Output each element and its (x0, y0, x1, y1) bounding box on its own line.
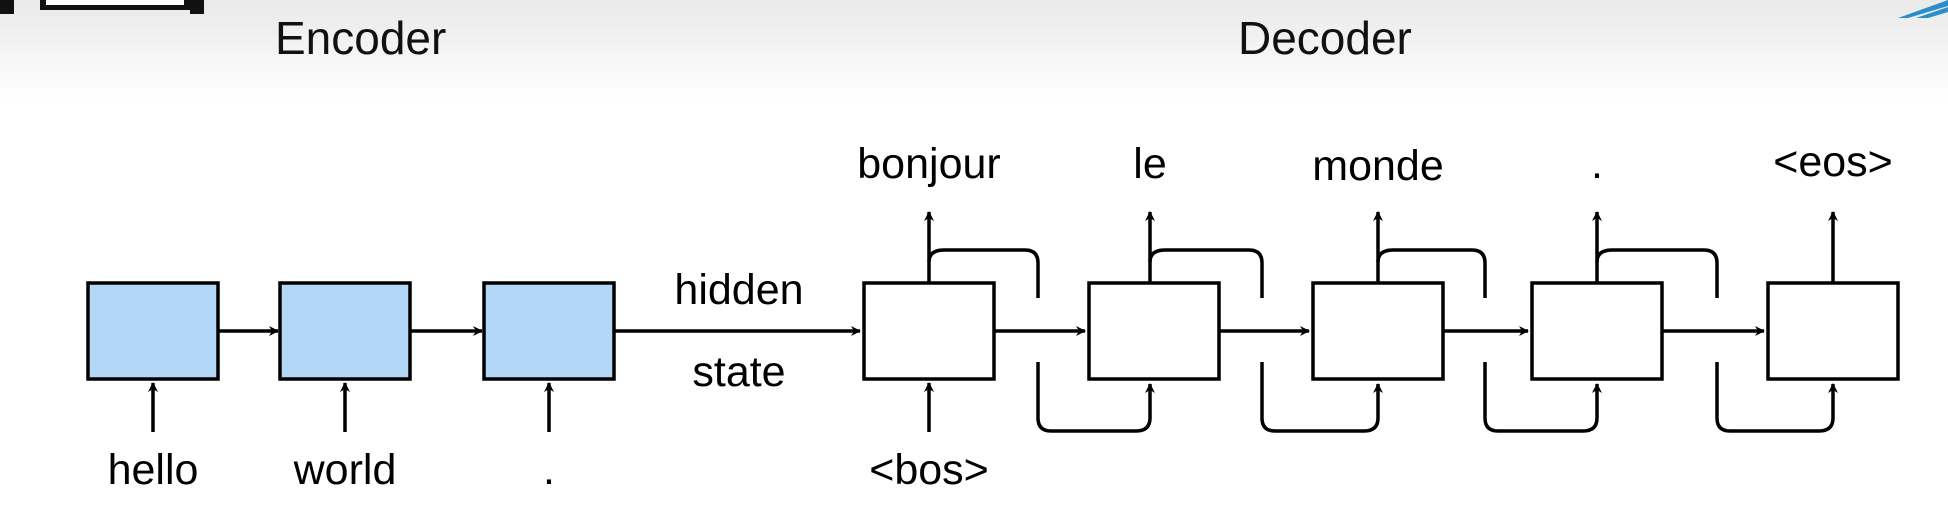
encoder-cell (482, 281, 616, 381)
output-token-period: . (1591, 140, 1603, 188)
output-token-le: le (1133, 140, 1166, 188)
hidden-state-label-state: state (692, 348, 785, 396)
output-token-eos: <eos> (1773, 138, 1893, 186)
decoder-cell (1530, 281, 1664, 381)
decoder-output-arrows (924, 211, 1838, 283)
encoder-input-arrows (148, 382, 554, 432)
feedback-loop (1376, 248, 1597, 433)
decoder-heading: Decoder (1238, 12, 1412, 64)
input-token-world: world (293, 446, 397, 494)
encoder-cell (86, 281, 220, 381)
input-token-period: . (543, 446, 555, 494)
corner-logo-fragment (1898, 0, 1948, 18)
feedback-loop (1595, 248, 1833, 433)
encoder-cell (278, 281, 412, 381)
encoder-heading: Encoder (275, 12, 447, 64)
decoder-cell (862, 281, 996, 381)
output-token-monde: monde (1312, 142, 1443, 190)
decoder-cells (862, 281, 1900, 381)
hidden-state-label-hidden: hidden (674, 266, 803, 314)
decoder-cell (1087, 281, 1221, 381)
corner-glyph-fragment (0, 0, 204, 14)
input-token-hello: hello (108, 446, 199, 494)
decoder-feedback-loops (927, 248, 1833, 433)
decoder-cell (1311, 281, 1445, 381)
encoder-cells (86, 281, 616, 381)
decoder-cell (1766, 281, 1900, 381)
output-token-bonjour: bonjour (857, 140, 1000, 188)
bos-token: <bos> (869, 446, 989, 494)
feedback-loop (1148, 248, 1378, 433)
feedback-loop (927, 248, 1150, 433)
